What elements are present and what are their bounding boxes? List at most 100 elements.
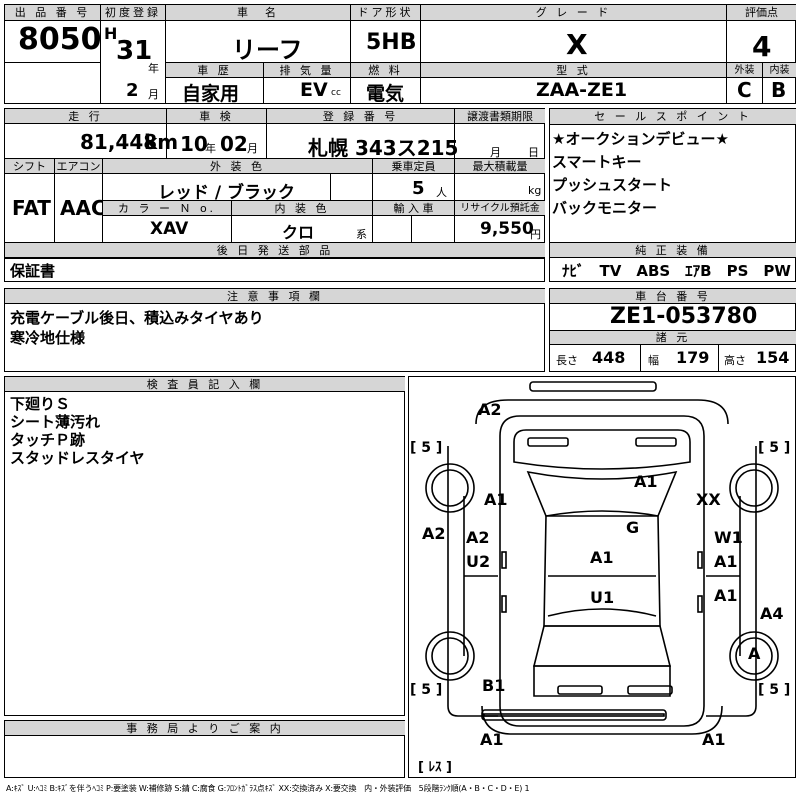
tire-label: [ 5 ] bbox=[410, 440, 443, 456]
model-label: 型 式 bbox=[421, 63, 726, 78]
transfer-month: 月 bbox=[490, 146, 501, 159]
mileage: 81,448 bbox=[80, 130, 158, 154]
color-label: 外 装 色 bbox=[103, 159, 372, 174]
damage-mark: A1 bbox=[714, 552, 738, 571]
import-label: 輸 入 車 bbox=[373, 201, 454, 216]
tire-label: [ 5 ] bbox=[758, 440, 791, 456]
transfer-day: 日 bbox=[528, 146, 539, 159]
month-unit: 月 bbox=[148, 88, 159, 101]
note-line: 充電ケーブル後日、積込みタイヤあり bbox=[10, 309, 264, 327]
damage-mark: A1 bbox=[590, 548, 614, 567]
transfer-label: 譲渡書類期限 bbox=[455, 109, 545, 124]
displacement: EV bbox=[300, 79, 328, 101]
tire-label: [ 5 ] bbox=[758, 682, 791, 698]
recycle-fee: 9,550 bbox=[480, 219, 534, 239]
inspection-label: 車 検 bbox=[167, 109, 266, 124]
capacity-label: 乗車定員 bbox=[373, 159, 454, 174]
length: 448 bbox=[592, 348, 626, 367]
equipment: ﾅﾋﾞ TV ABS ｴｱB PS PW bbox=[562, 262, 791, 280]
inspector-line: スタッドレスタイヤ bbox=[10, 449, 145, 467]
door-label: ドア形状 bbox=[351, 5, 420, 21]
history: 自家用 bbox=[182, 83, 240, 105]
recycle-unit: 円 bbox=[530, 228, 541, 241]
damage-mark: U1 bbox=[590, 588, 615, 607]
damage-mark: G bbox=[626, 518, 640, 537]
sales-label: セ ー ル ス ポ イ ン ト bbox=[550, 109, 796, 125]
year-unit: 年 bbox=[148, 62, 159, 75]
inspector-line: タッチＰ跡 bbox=[10, 431, 86, 449]
inspector-line: 下廻りＳ bbox=[10, 395, 71, 413]
width-label: 幅 bbox=[648, 354, 659, 367]
damage-mark: A1 bbox=[480, 730, 504, 749]
sales-block bbox=[549, 108, 796, 282]
era: H bbox=[104, 24, 118, 43]
damage-mark: A2 bbox=[478, 400, 502, 419]
damage-mark: A bbox=[748, 644, 761, 663]
ac-label: エアコン bbox=[55, 159, 102, 174]
recycle-label: リサイクル預託金 bbox=[455, 201, 545, 216]
ac: AAC bbox=[60, 196, 106, 220]
shift-label: シフト bbox=[5, 159, 54, 174]
insp-year: 10 bbox=[180, 132, 208, 156]
grade: X bbox=[566, 28, 588, 61]
car-outline bbox=[408, 376, 796, 778]
capacity: 5 bbox=[412, 178, 425, 199]
sales-point: バックモニター bbox=[552, 199, 658, 217]
insp-month: 02 bbox=[220, 132, 248, 156]
fuel-label: 燃 料 bbox=[351, 63, 420, 78]
car-name: リーフ bbox=[232, 36, 303, 64]
chassis-label: 車 台 番 号 bbox=[550, 289, 796, 304]
history-label: 車 歴 bbox=[166, 63, 263, 78]
color-no: XAV bbox=[150, 219, 189, 239]
sales-point: ★オークションデビュー★ bbox=[552, 130, 729, 148]
model: ZAA-ZE1 bbox=[536, 79, 628, 101]
later-parts-label: 後 日 発 送 部 品 bbox=[5, 243, 545, 258]
interior-color: クロ bbox=[282, 223, 315, 242]
grade-label: グ レ ー ド bbox=[421, 5, 726, 21]
spec-label: 諸 元 bbox=[550, 331, 796, 345]
legend: A:ｷｽﾞ U:ﾍｺﾐ B:ｷｽﾞを伴うﾍｺﾐ P:要塗装 W:補修跡 S:錆 … bbox=[6, 784, 530, 793]
width: 179 bbox=[676, 348, 710, 367]
damage-mark: A1 bbox=[634, 472, 658, 491]
lot-no-label: 出 品 番 号 bbox=[5, 5, 100, 21]
lot-no: 8050 bbox=[18, 22, 102, 57]
office-block bbox=[4, 720, 405, 778]
inspector-line: シート薄汚れ bbox=[10, 413, 101, 431]
damage-mark: A2 bbox=[422, 524, 446, 543]
first-reg-label: 初度登録 bbox=[101, 5, 165, 21]
sales-point: プッシュスタート bbox=[552, 176, 673, 194]
spare-tire-label: [ ﾚｽ ] bbox=[418, 760, 452, 775]
notes-block bbox=[4, 288, 545, 372]
damage-mark: XX bbox=[696, 490, 721, 509]
damage-diagram: A2 A1 A1 XX A2 A2 G W1 U2 A1 A1 U1 A1 A4… bbox=[408, 376, 796, 778]
fuel: 電気 bbox=[366, 83, 405, 105]
note-line: 寒冷地仕様 bbox=[10, 329, 86, 347]
damage-mark: A4 bbox=[760, 604, 784, 623]
damage-mark: W1 bbox=[714, 528, 743, 547]
maxload-label: 最大積載量 bbox=[455, 159, 545, 174]
height: 154 bbox=[756, 348, 790, 367]
damage-mark: B1 bbox=[482, 676, 506, 695]
int-score: B bbox=[771, 78, 787, 102]
damage-mark: A1 bbox=[714, 586, 738, 605]
length-label: 長さ bbox=[556, 354, 578, 367]
car-name-label: 車 名 bbox=[166, 5, 350, 21]
notes-label: 注 意 事 項 欄 bbox=[5, 289, 545, 304]
insp-year-unit: 年 bbox=[205, 142, 216, 155]
height-label: 高さ bbox=[724, 354, 746, 367]
inspector-block bbox=[4, 376, 405, 716]
score-label: 評価点 bbox=[727, 5, 796, 21]
maxload-unit: kg bbox=[528, 184, 542, 197]
door-type: 5HB bbox=[366, 30, 417, 55]
capacity-unit: 人 bbox=[436, 186, 447, 199]
interior-label: 内 装 色 bbox=[232, 201, 372, 216]
displacement-label: 排 気 量 bbox=[264, 63, 350, 78]
office-label: 事 務 局 よ り ご 案 内 bbox=[5, 721, 405, 736]
colorno-label: カ ラ ー Ｎ o. bbox=[103, 201, 231, 216]
chassis-number: ZE1-053780 bbox=[610, 304, 758, 329]
sales-point: スマートキー bbox=[552, 153, 642, 171]
mileage-label: 走 行 bbox=[5, 109, 166, 124]
ext-score: C bbox=[737, 78, 752, 102]
mileage-unit: km bbox=[144, 130, 179, 154]
equip-label: 純 正 装 備 bbox=[550, 243, 796, 258]
